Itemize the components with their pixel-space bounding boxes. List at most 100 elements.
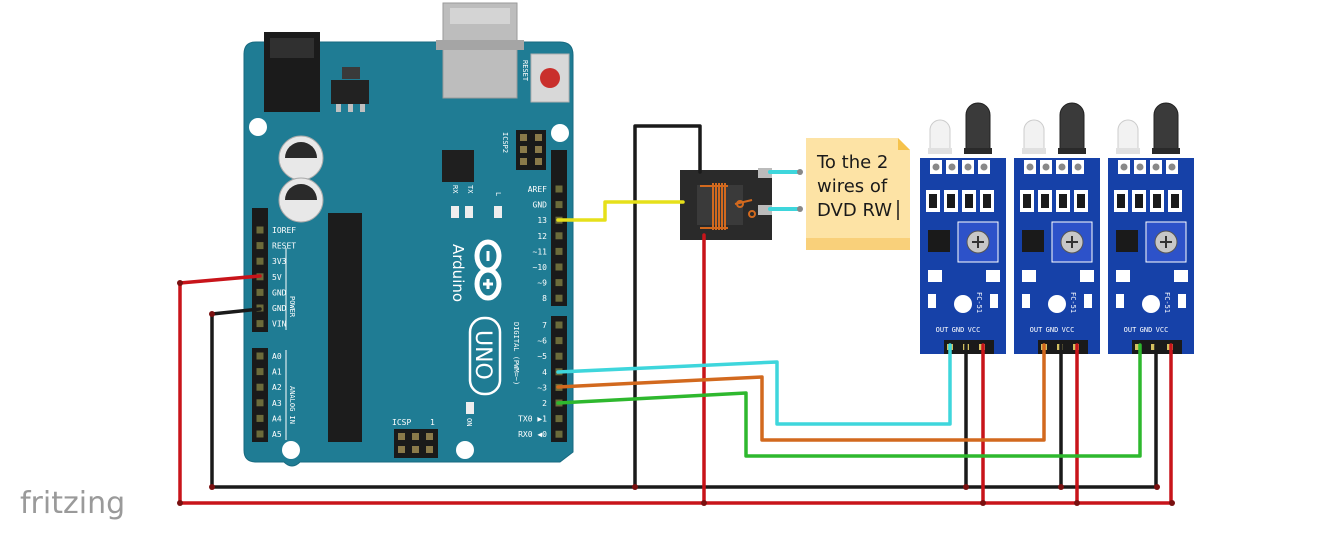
analog-pin-label: A4 <box>272 414 282 423</box>
analog-pin <box>256 383 264 391</box>
power-pin <box>256 288 264 296</box>
digital-pin-label: ~6 <box>537 337 547 346</box>
l-led <box>494 206 502 218</box>
digital-pin-label: 7 <box>542 321 547 330</box>
rx-label: RX <box>451 185 459 194</box>
digital-pin <box>555 352 563 360</box>
uno-badge: UNO <box>468 316 502 396</box>
digital-label: DIGITAL (PWM=~) <box>512 322 520 385</box>
wire-pin13-relay <box>556 200 685 222</box>
module-model-label: FC-51 <box>1163 292 1171 313</box>
usb-connector <box>436 2 524 99</box>
status-led <box>1022 294 1030 308</box>
digital-pin <box>555 415 563 423</box>
ir-receiver-led <box>1152 102 1180 154</box>
digital-pin-label: ~9 <box>537 279 547 288</box>
mounting-hole <box>282 441 300 459</box>
status-led <box>1178 294 1186 308</box>
power-pin-label: 5V <box>272 273 282 282</box>
digital-header-top <box>551 150 567 306</box>
reset-button[interactable] <box>530 53 570 103</box>
digital-pin-label: 2 <box>542 399 547 408</box>
digital-pin-label: 8 <box>542 294 547 303</box>
potentiometer[interactable] <box>957 221 999 263</box>
analog-pin <box>256 414 264 422</box>
mounting-hole <box>1048 295 1066 313</box>
wire-pin4-module-1 <box>556 343 952 426</box>
module-pin-label: VCC <box>968 326 981 334</box>
digital-pin-label: AREF <box>528 185 547 194</box>
rx-led <box>451 206 459 218</box>
on-label: ON <box>465 418 473 426</box>
potentiometer[interactable] <box>1145 221 1187 263</box>
ir-receiver-led <box>1058 102 1086 154</box>
ir-receiver-led <box>964 102 992 154</box>
usb-interface-chip <box>442 150 474 182</box>
power-pin <box>256 257 264 265</box>
wire-pin3-module-2 <box>556 343 1046 442</box>
digital-header-bottom <box>551 316 567 442</box>
power-label: POWER <box>288 296 296 318</box>
digital-pin <box>555 232 563 240</box>
digital-pin-label: ~5 <box>537 352 547 361</box>
arduino-uno-board: RESET ICSP2 RX TX L <box>243 2 574 467</box>
analog-pin-label: A3 <box>272 399 282 408</box>
relay-coil-icon <box>700 183 756 230</box>
analog-pin-label: A2 <box>272 383 282 392</box>
module-pin-label: GND <box>952 326 965 334</box>
module-pin-label: OUT <box>1124 326 1137 334</box>
module-pin-label: VCC <box>1156 326 1169 334</box>
digital-pin-label: TX0 ▶1 <box>518 415 547 424</box>
voltage-regulator <box>331 67 369 112</box>
digital-pin-label: ~10 <box>533 263 548 272</box>
power-header <box>252 208 268 332</box>
digital-pin <box>555 185 563 193</box>
icsp-label: ICSP <box>392 418 411 427</box>
mounting-hole <box>551 124 569 142</box>
digital-pin <box>555 294 563 302</box>
module-pin-label: GND <box>1140 326 1153 334</box>
wire-gnd-relay <box>633 124 702 489</box>
power-pin-label: IOREF <box>272 226 296 235</box>
analog-pin <box>256 352 264 360</box>
wire-gnd-arduino <box>210 307 262 316</box>
icsp2-label: ICSP2 <box>501 132 509 153</box>
analog-pin-label: A5 <box>272 430 282 439</box>
digital-pin-label: ~3 <box>537 383 547 392</box>
arduino-brand: Arduino <box>449 244 467 302</box>
digital-pin <box>555 321 563 329</box>
note-line-2: wires of <box>817 176 888 197</box>
digital-pin-label: 4 <box>542 368 547 377</box>
on-led <box>466 402 474 414</box>
digital-pin <box>555 201 563 209</box>
ir-emitter-led <box>928 119 952 154</box>
analog-pin <box>256 399 264 407</box>
uno-label: UNO <box>470 330 495 380</box>
mounting-hole <box>456 441 474 459</box>
status-led <box>990 294 998 308</box>
digital-pin-label: ~11 <box>533 247 548 256</box>
module-pin-label: GND <box>1046 326 1059 334</box>
module-pin-label: OUT <box>936 326 949 334</box>
reset-label: RESET <box>521 60 529 82</box>
status-led <box>1084 294 1092 308</box>
potentiometer[interactable] <box>1051 221 1093 263</box>
analog-header <box>252 348 268 442</box>
digital-pin <box>555 430 563 438</box>
capacitor <box>278 177 324 223</box>
module-pin-label: VCC <box>1062 326 1075 334</box>
power-pin <box>256 226 264 234</box>
analog-pin-label: A1 <box>272 368 282 377</box>
ir-emitter-led <box>1022 119 1046 154</box>
sticky-note: To the 2 wires of DVD RW <box>806 138 910 250</box>
icsp-pin1-label: 1 <box>430 418 435 427</box>
status-led <box>928 294 936 308</box>
status-led <box>1116 294 1124 308</box>
power-pin-label: GND <box>272 304 287 313</box>
note-line-3: DVD RW <box>817 200 892 221</box>
power-pin-label: RESET <box>272 242 296 251</box>
analog-pin-label: A0 <box>272 352 282 361</box>
